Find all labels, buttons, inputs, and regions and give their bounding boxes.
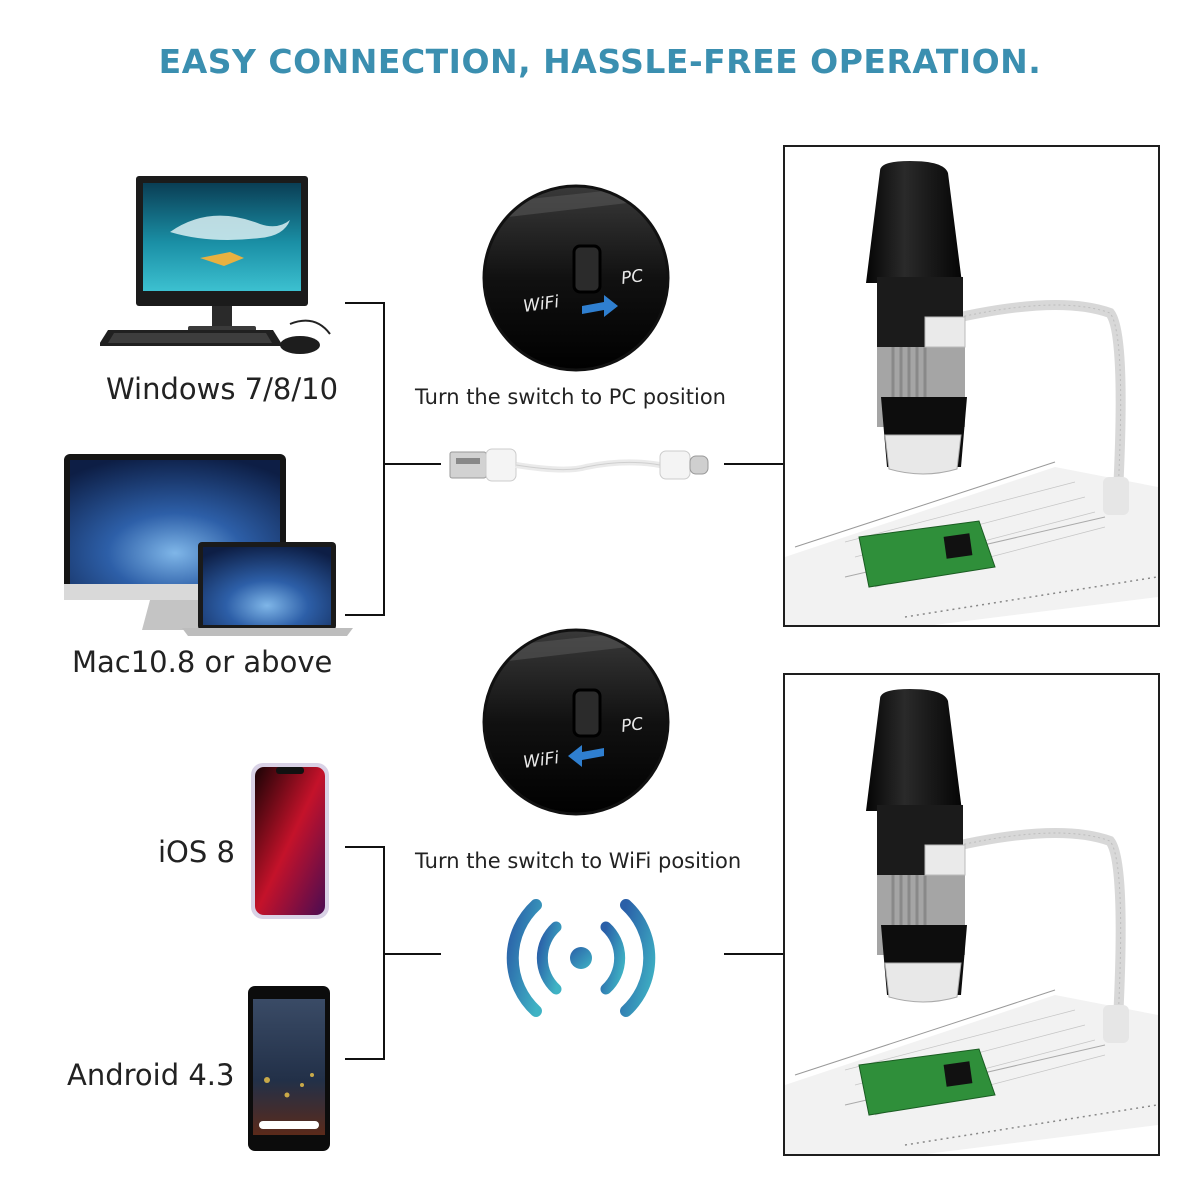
mobile-bracket-to-wifi [383, 953, 441, 955]
mobile-bracket-bottom-arm [345, 1058, 385, 1060]
pc-switch-caption: Turn the switch to PC position [415, 385, 726, 409]
android-label: Android 4.3 [67, 1058, 235, 1092]
microscope-panel-pc [783, 145, 1160, 627]
bracket-vertical [383, 302, 385, 616]
cable-to-microscope-line [724, 463, 784, 465]
bracket-to-cable [383, 463, 441, 465]
wifi-switch-caption: Turn the switch to WiFi position [415, 849, 742, 873]
microscope-icon [785, 161, 1158, 625]
microscope-panel-wifi [783, 673, 1160, 1156]
wifi-switch-closeup: WiFi PC [482, 628, 670, 816]
mobile-bracket-top-arm [345, 846, 385, 848]
mac-label: Mac10.8 or above [72, 645, 333, 679]
bracket-bottom-arm [345, 614, 385, 616]
pc-switch-closeup: WiFi PC [482, 184, 670, 372]
windows-label: Windows 7/8/10 [106, 372, 339, 406]
wifi-to-microscope-line [724, 953, 784, 955]
usb-cable-icon [448, 440, 713, 490]
page-title: EASY CONNECTION, HASSLE-FREE OPERATION. [158, 42, 1042, 81]
macbook-icon [180, 540, 355, 640]
bracket-top-arm [345, 302, 385, 304]
ios-label: iOS 8 [158, 835, 235, 869]
wifi-signal-icon [500, 893, 662, 1023]
microscope-icon-2 [785, 689, 1158, 1154]
iphone-icon [250, 762, 330, 920]
switch-pc-text: PC [620, 266, 645, 289]
desktop-pc-icon [100, 170, 350, 365]
switch-pc-text-2: PC [620, 714, 645, 737]
android-phone-icon [247, 985, 331, 1152]
